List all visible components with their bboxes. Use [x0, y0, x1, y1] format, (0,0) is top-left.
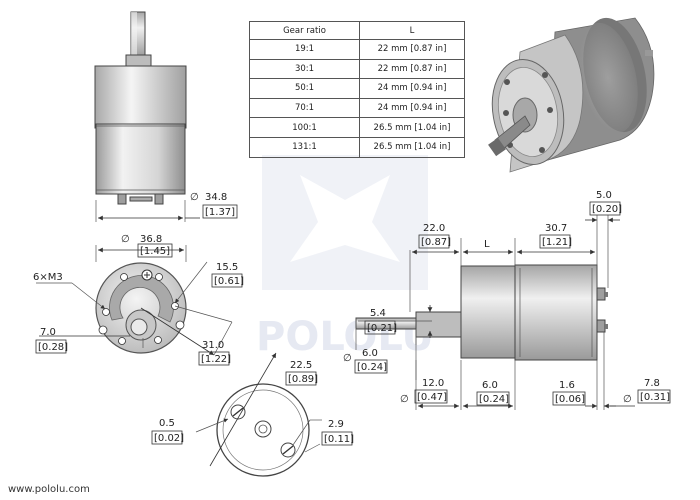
dim-2-9-mm: 2.9	[328, 419, 344, 430]
dim-12-0-mm: 12.0	[422, 378, 444, 389]
footer-url[interactable]: www.pololu.com	[8, 484, 90, 495]
dim-7-8-mm: 7.8	[644, 378, 660, 389]
cell-length: 22 mm [0.87 in]	[359, 39, 465, 60]
dim-31-0-mm: 31.0	[202, 340, 224, 351]
dim-screws: 6×M3	[33, 272, 63, 283]
dim-7-8-in: [0.31]	[640, 392, 670, 403]
dim-22-0-mm: 22.0	[423, 223, 445, 234]
dim-6-0-shaft-mm: 6.0	[362, 348, 378, 359]
cell-length: 26.5 mm [1.04 in]	[359, 117, 465, 138]
dia-symbol-shaft: ∅	[343, 353, 352, 364]
dim-2-9-in: [0.11]	[324, 434, 354, 445]
header-gear-ratio: Gear ratio	[249, 21, 360, 40]
cell-ratio: 30:1	[249, 58, 360, 80]
dim-1-6-in: [0.06]	[555, 394, 585, 405]
cell-ratio: 50:1	[249, 78, 360, 99]
dim-7-0-in: [0.28]	[38, 342, 68, 353]
cell-length: 24 mm [0.94 in]	[359, 78, 465, 99]
dim-7-0-mm: 7.0	[40, 327, 56, 338]
motor-can	[95, 123, 186, 195]
dim-15-5-in: [0.61]	[214, 276, 244, 287]
dim-36-8-in: [1.45]	[140, 246, 170, 257]
dim-1-6-mm: 1.6	[559, 380, 575, 391]
dim-22-5-mm: 22.5	[290, 360, 312, 371]
dim-12-0-in: [0.47]	[417, 392, 447, 403]
dim-5-4-in: [0.21]	[367, 323, 397, 334]
dia-symbol-body: ∅	[190, 192, 199, 203]
cell-ratio: 19:1	[249, 39, 360, 60]
dim-0-5-mm: 0.5	[159, 418, 175, 429]
cell-ratio: 70:1	[249, 97, 360, 119]
terminal-left	[117, 193, 127, 205]
cell-length: 24 mm [0.94 in]	[359, 97, 465, 119]
boss-side	[415, 311, 463, 338]
cell-ratio: 131:1	[249, 136, 360, 158]
dim-L: L	[484, 239, 490, 250]
header-L: L	[359, 21, 465, 40]
gearbox-side	[460, 265, 517, 359]
dim-5-0-mm: 5.0	[596, 190, 612, 201]
dia-symbol-boss: ∅	[400, 394, 409, 405]
dim-22-0-in: [0.87]	[421, 237, 451, 248]
gearbox-body	[94, 65, 187, 129]
table-row: 70:1 24 mm [0.94 in]	[249, 97, 465, 119]
screw-holes	[102, 273, 179, 345]
dim-6-0-in: [0.24]	[479, 394, 509, 405]
dim-34-8-in: [1.37]	[205, 207, 235, 218]
shaft-boss	[125, 54, 152, 68]
dim-34-8-mm: 34.8	[205, 192, 227, 203]
dim-5-0-in: [0.20]	[592, 204, 622, 215]
front-view	[36, 245, 233, 356]
gear-ratio-table: Gear ratio L 19:1 22 mm [0.87 in] 30:1 2…	[249, 21, 465, 158]
dia-symbol-gearbox: ∅	[121, 234, 130, 245]
dim-31-0-in: [1.22]	[201, 354, 231, 365]
table-row: 50:1 24 mm [0.94 in]	[249, 78, 465, 99]
dim-6-0-shaft-in: [0.24]	[357, 362, 387, 373]
dim-0-5-in: [0.02]	[154, 433, 184, 444]
dim-22-5-in: [0.89]	[288, 374, 318, 385]
dim-36-8-mm: 36.8	[140, 234, 162, 245]
table-header-row: Gear ratio L	[249, 21, 465, 40]
side-view-vertical	[94, 11, 200, 222]
table-row: 100:1 26.5 mm [1.04 in]	[249, 117, 465, 138]
dia-symbol-terminal: ∅	[623, 394, 632, 405]
motor-can-side	[514, 264, 598, 361]
dim-30-7-mm: 30.7	[545, 223, 567, 234]
rear-view	[195, 352, 322, 477]
cell-length: 26.5 mm [1.04 in]	[359, 136, 465, 158]
terminal-right	[154, 193, 164, 205]
cell-length: 22 mm [0.87 in]	[359, 58, 465, 80]
dim-30-7-in: [1.21]	[542, 237, 572, 248]
dim-5-4-mm: 5.4	[370, 308, 386, 319]
table-row: 19:1 22 mm [0.87 in]	[249, 39, 465, 60]
cell-ratio: 100:1	[249, 117, 360, 138]
motor-3d-render	[488, 17, 655, 173]
dim-6-0-mm: 6.0	[482, 380, 498, 391]
table-row: 131:1 26.5 mm [1.04 in]	[249, 136, 465, 158]
side-view-horizontal	[355, 215, 635, 410]
table-row: 30:1 22 mm [0.87 in]	[249, 58, 465, 80]
dim-15-5-mm: 15.5	[216, 262, 238, 273]
